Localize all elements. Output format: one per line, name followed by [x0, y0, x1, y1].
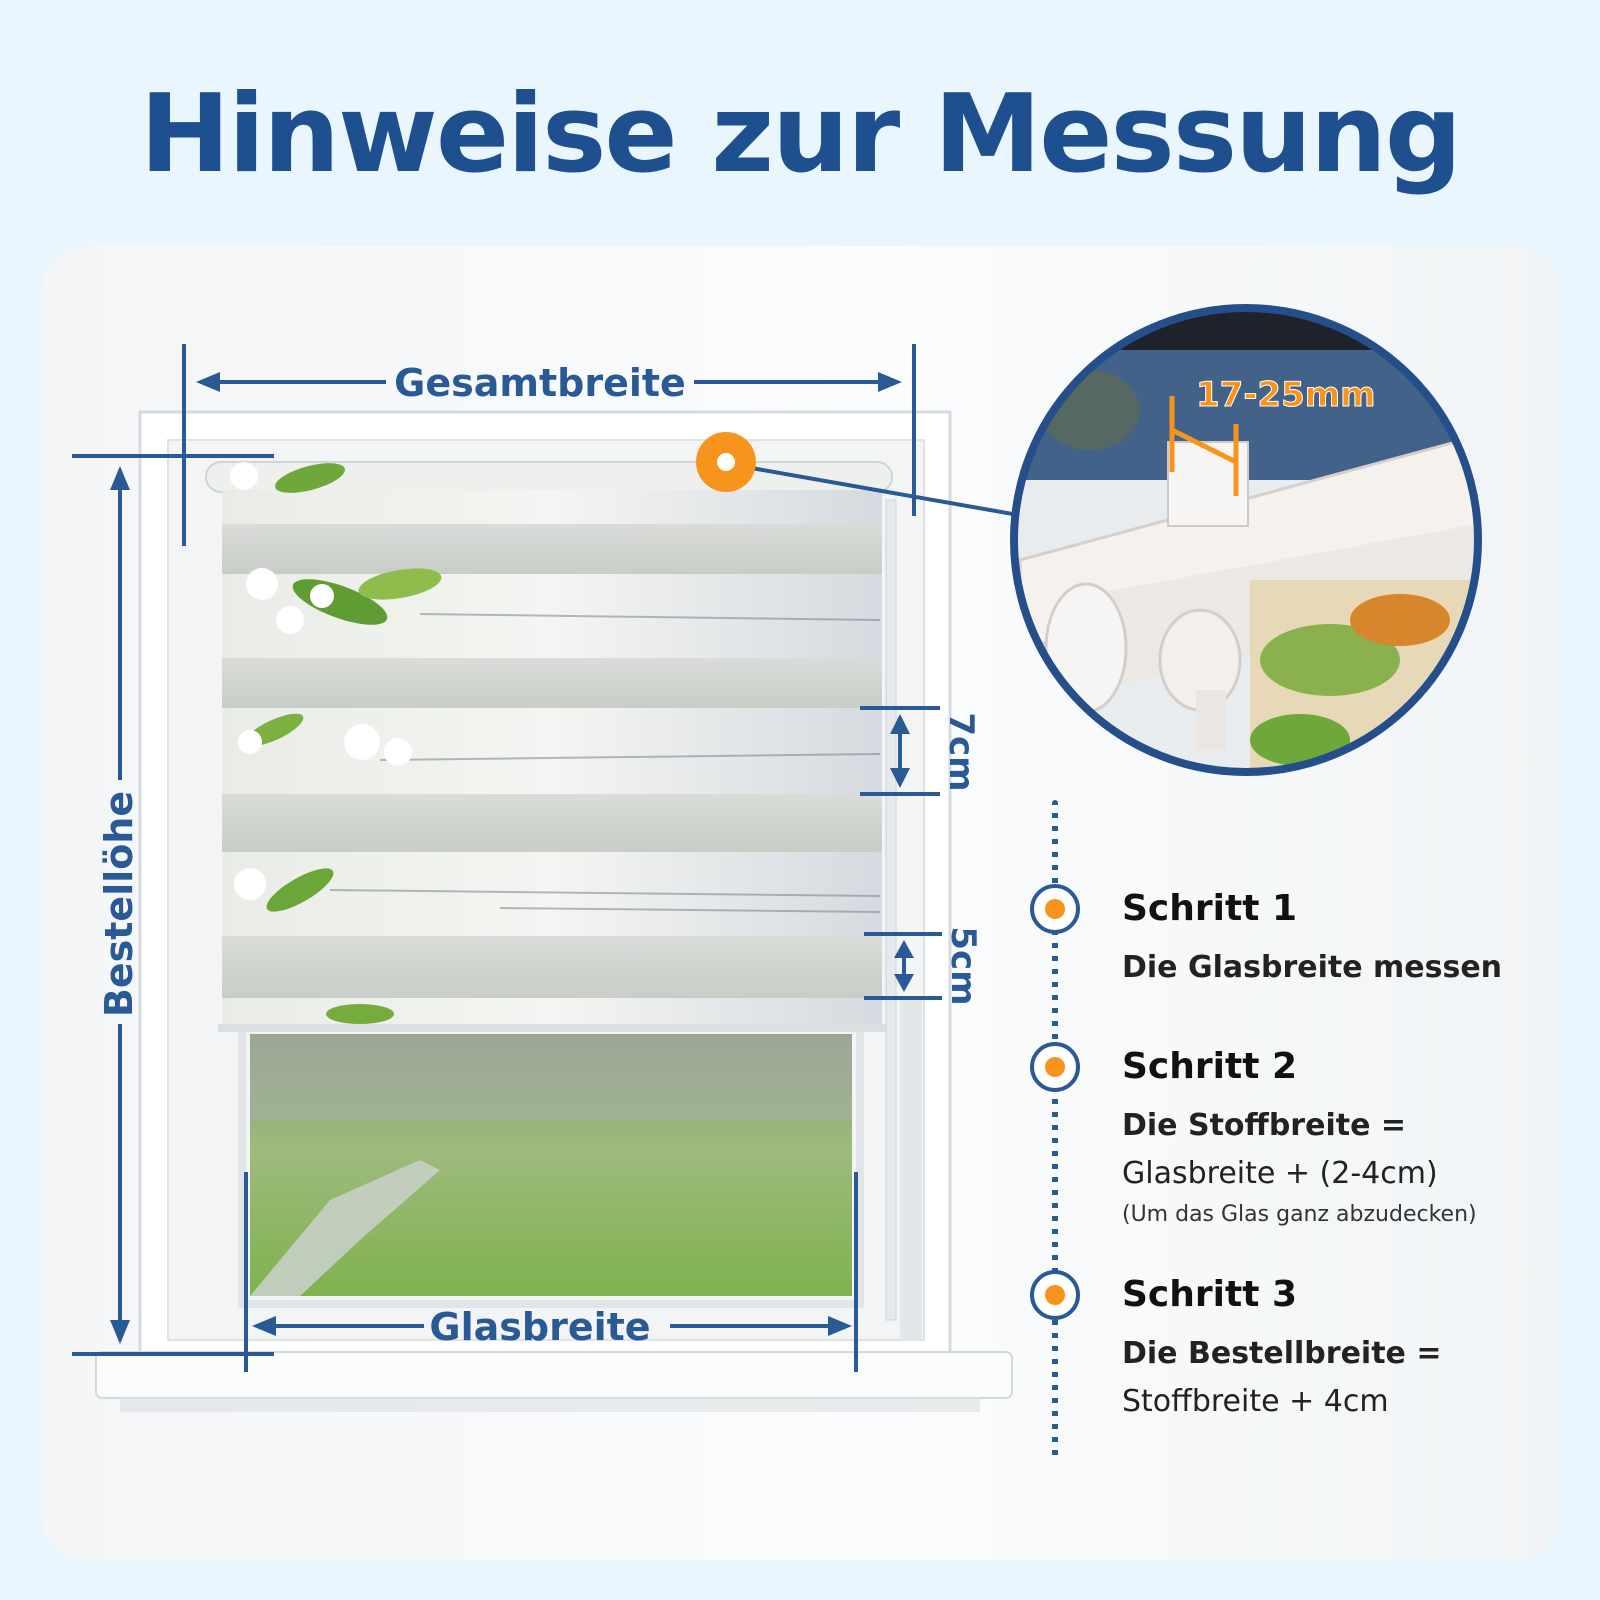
step-2-marker-icon — [1030, 1042, 1080, 1092]
steps-list: Schritt 1 Die Glasbreite messen Schritt … — [1000, 800, 1560, 1460]
step-1-title: Schritt 1 — [1122, 888, 1297, 929]
step-3-title: Schritt 3 — [1122, 1274, 1297, 1315]
bracket-detail-marker — [696, 432, 1025, 518]
step-1-text: Die Glasbreite messen — [1122, 950, 1503, 985]
page-title: Hinweise zur Messung — [139, 72, 1462, 197]
step-2-text: Die Stoffbreite = — [1122, 1108, 1407, 1143]
order-height-dimension — [72, 454, 274, 1356]
window-sill — [95, 1351, 1013, 1399]
step-3-marker-icon — [1030, 1270, 1080, 1320]
total-width-dimension — [182, 344, 916, 546]
step-1-marker-icon — [1030, 884, 1080, 934]
total-width-label: Gesamtbreite — [394, 361, 686, 405]
stripe-5cm-label: 5cm — [943, 926, 983, 1005]
step-3-text: Die Bestellbreite = — [1122, 1336, 1442, 1371]
stripe-5cm-dimension — [864, 932, 942, 1000]
step-2-formula: Glasbreite + (2-4cm) — [1122, 1156, 1438, 1191]
bracket-zoom-circle: 17-25mm — [1010, 304, 1482, 776]
step-2-title: Schritt 2 — [1122, 1046, 1297, 1087]
stripe-7cm-label: 7cm — [941, 712, 981, 791]
step-3-formula: Stoffbreite + 4cm — [1122, 1384, 1389, 1419]
order-height-label: Bestellöhe — [97, 791, 141, 1017]
clip-range-label: 17-25mm — [1196, 375, 1376, 415]
blossom-decoration — [230, 462, 442, 1024]
step-2-note: (Um das Glas ganz abzudecken) — [1122, 1202, 1477, 1227]
glass-width-dimension — [244, 1172, 858, 1372]
stripe-7cm-dimension — [860, 706, 940, 796]
steps-timeline — [1052, 800, 1058, 1460]
glass-width-label: Glasbreite — [429, 1305, 650, 1349]
